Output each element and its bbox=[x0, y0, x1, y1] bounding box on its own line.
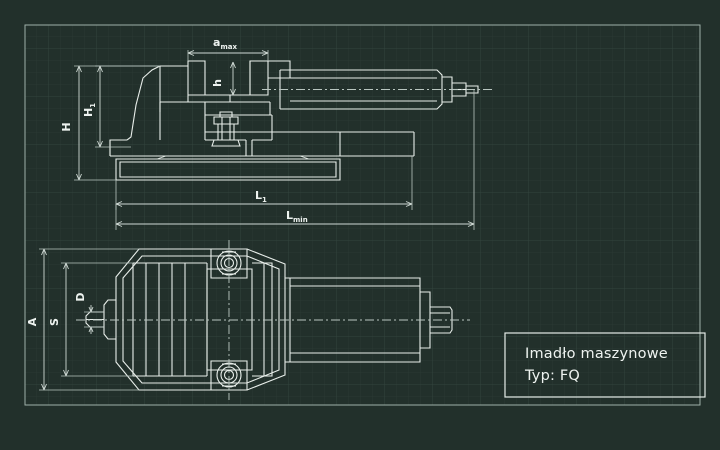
grid-background bbox=[25, 25, 700, 405]
dim-label-H: H bbox=[60, 122, 73, 131]
dim-label-S: S bbox=[48, 318, 61, 326]
dim-label-A: A bbox=[26, 317, 39, 326]
dim-label-h: h bbox=[211, 79, 224, 87]
title-block: Imadło maszynowe Typ: FQ bbox=[504, 332, 706, 398]
dim-label-Lmin: Lmin bbox=[286, 209, 308, 224]
title-block-line-1: Imadło maszynowe bbox=[525, 346, 668, 362]
dim-label-L1: L1 bbox=[255, 189, 267, 204]
front-elevation-view bbox=[109, 60, 492, 181]
plan-view bbox=[76, 240, 470, 400]
dim-label-D: D bbox=[74, 292, 87, 301]
dim-label-a-max: amax bbox=[213, 36, 237, 51]
title-block-border bbox=[504, 332, 706, 398]
sheet-frame bbox=[24, 24, 701, 406]
title-block-line-2: Typ: FQ bbox=[524, 368, 580, 384]
dimension-set: amax h H H1 bbox=[26, 36, 475, 391]
dim-label-H1: H1 bbox=[82, 103, 97, 117]
